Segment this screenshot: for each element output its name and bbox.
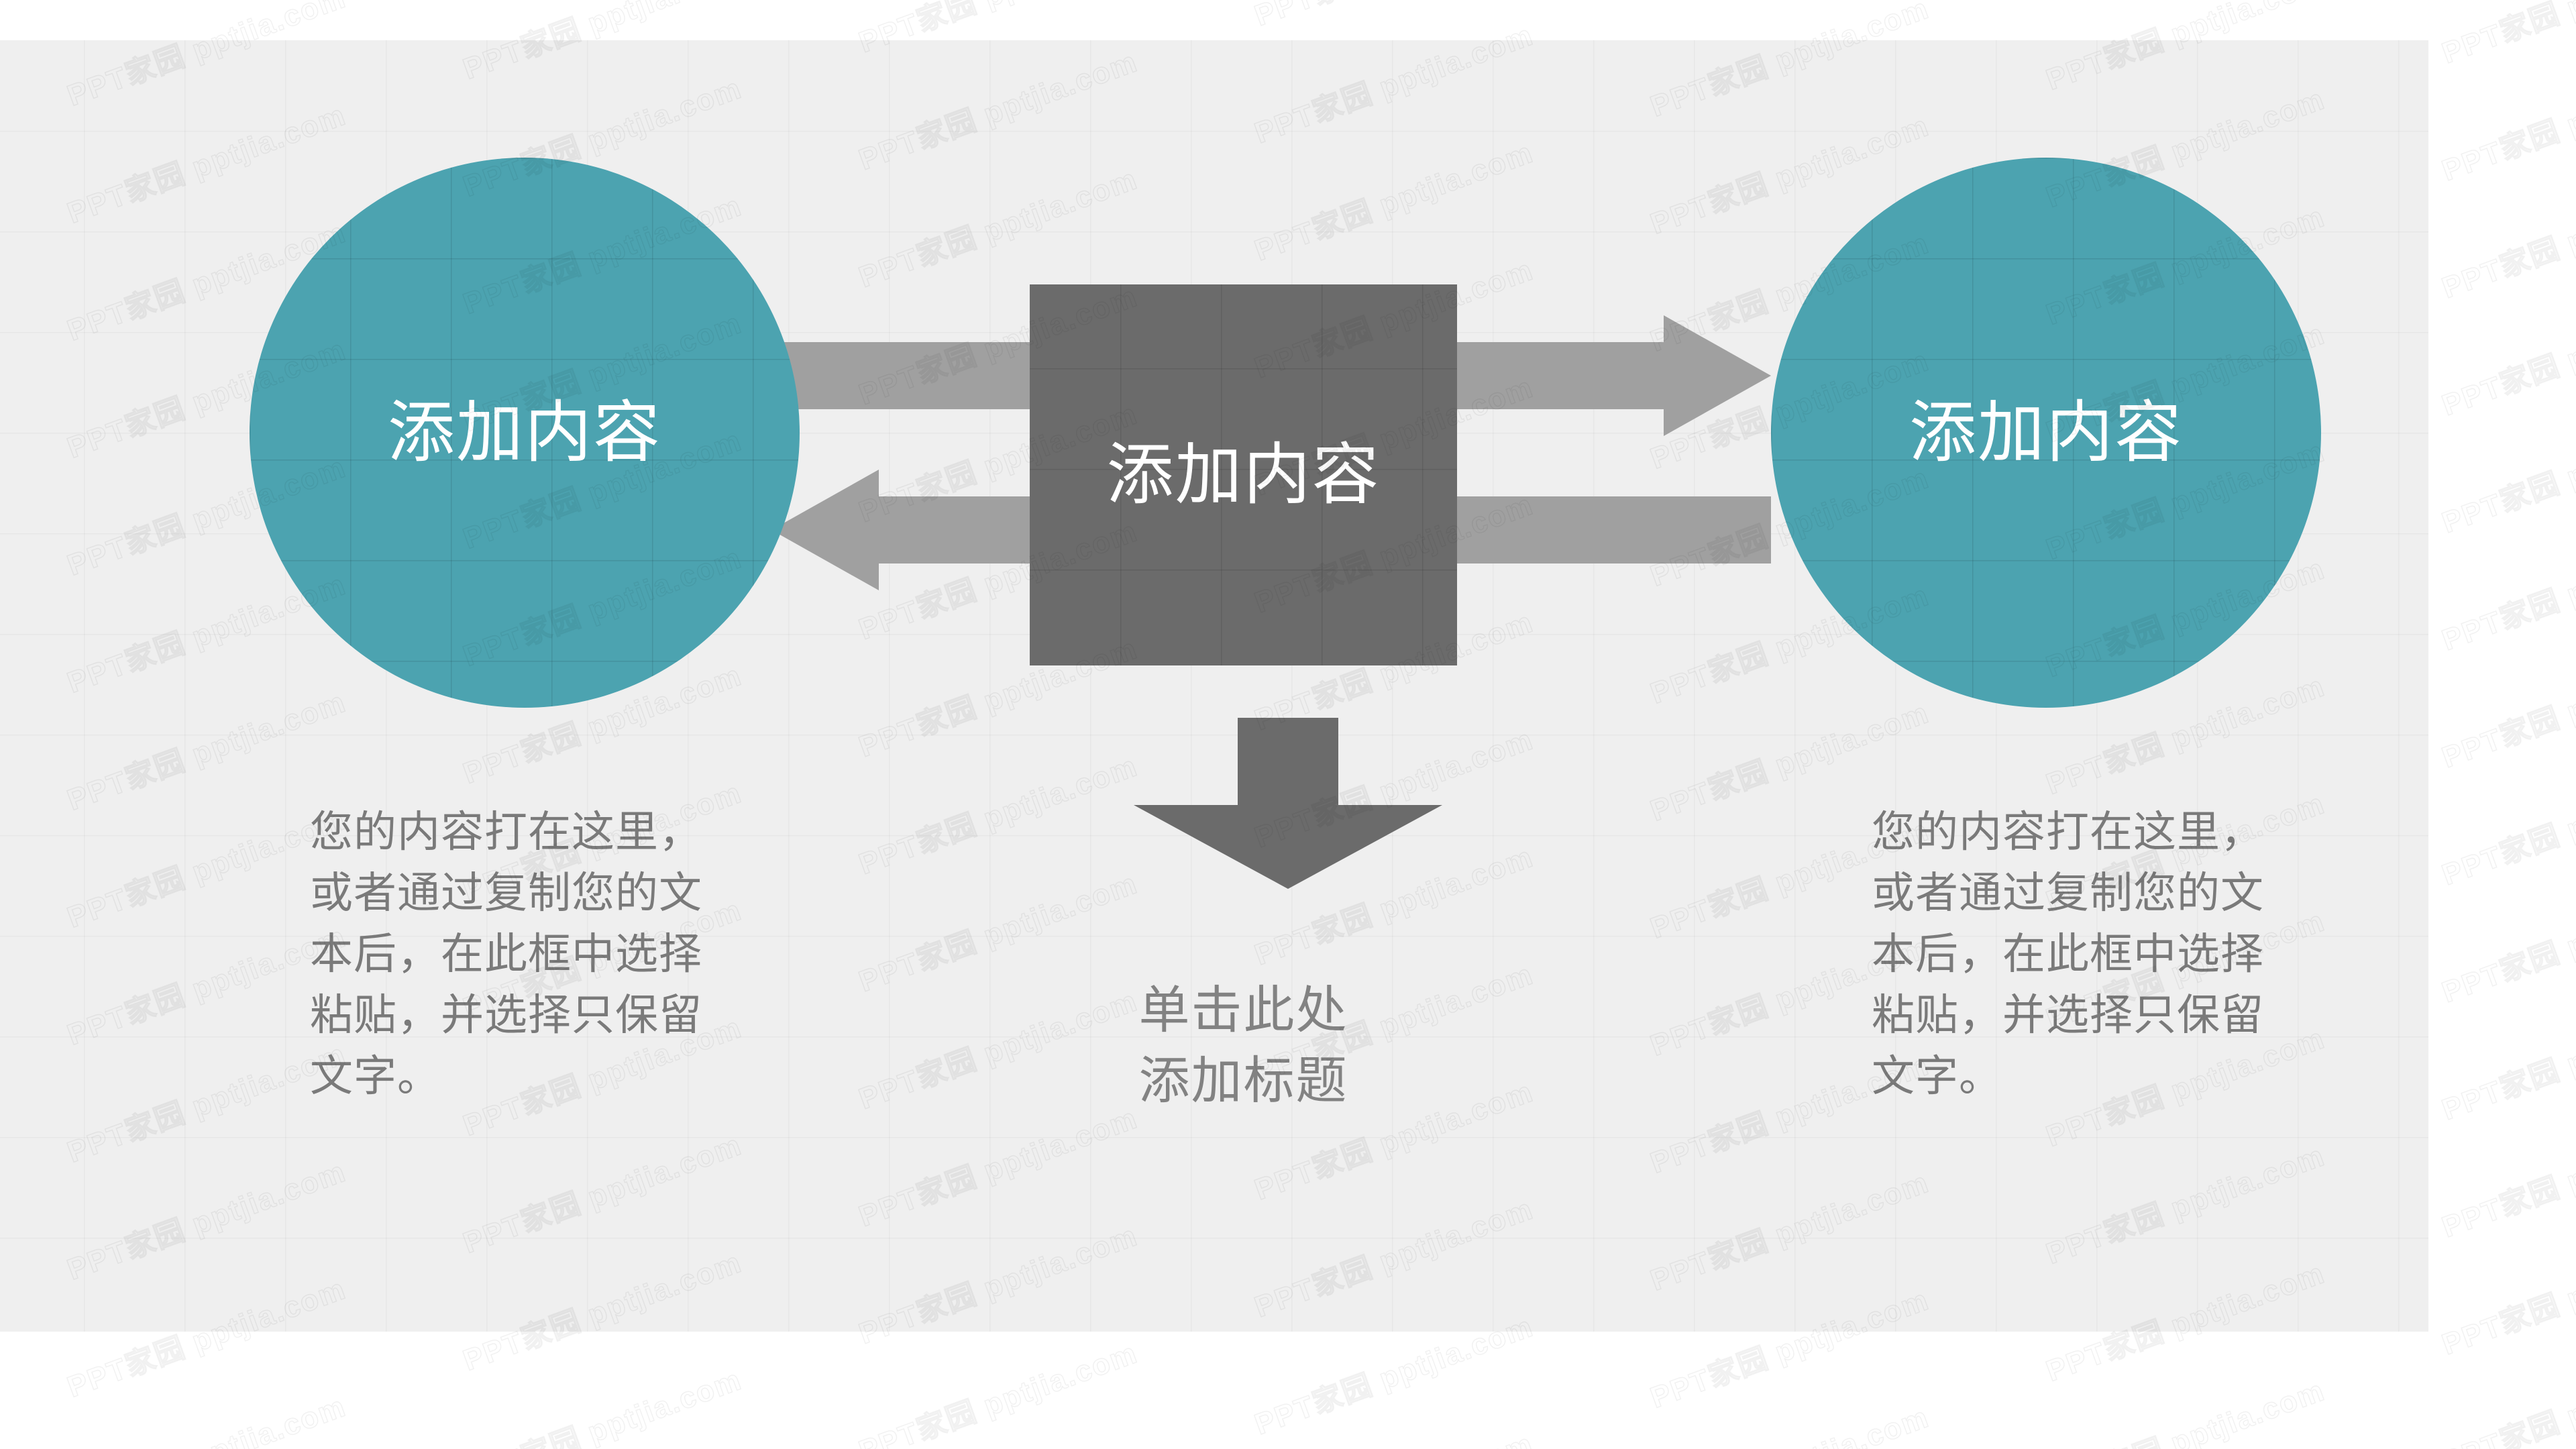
left-circle-node[interactable]: 添加内容	[250, 158, 800, 708]
right-circle-node[interactable]: 添加内容	[1771, 158, 2321, 708]
watermark-text: PPT家园 pptjia.comPPT家园 pptjia.comPPT家园 pp…	[0, 0, 2576, 23]
right-circle-label: 添加内容	[1909, 395, 2183, 470]
left-circle-label: 添加内容	[388, 395, 661, 470]
circle-grid-overlay	[250, 158, 800, 708]
circle-grid-overlay	[1771, 158, 2321, 708]
center-caption-line-1: 单击此处	[1138, 982, 1348, 1039]
center-box-label: 添加内容	[1106, 437, 1381, 513]
center-caption-line-2: 添加标题	[1138, 1052, 1348, 1110]
left-paragraph: 您的内容打在这里，或者通过复制您的文本后，在此框中选择粘贴，并选择只保留文字。	[310, 808, 702, 1100]
center-caption: 单击此处 添加标题	[1030, 976, 1457, 1117]
right-paragraph: 您的内容打在这里，或者通过复制您的文本后，在此框中选择粘贴，并选择只保留文字。	[1872, 808, 2264, 1100]
center-box-grid-overlay	[1030, 284, 1457, 665]
center-box-node[interactable]: 添加内容	[1030, 284, 1457, 665]
arrow-down-icon	[1134, 718, 1442, 889]
